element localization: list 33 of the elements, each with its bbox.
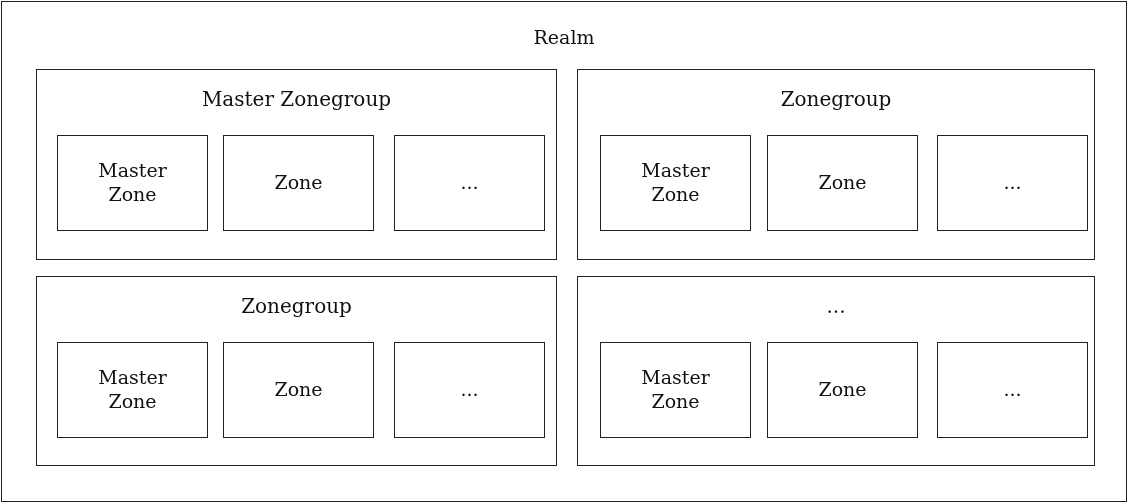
zone-box [767,135,918,231]
zone-box [57,135,208,231]
zone-label: Zone [273,377,324,403]
zone-box [394,135,545,231]
zone-box [937,342,1088,438]
zone-label: Master Zone [97,158,168,207]
zone-label: Zone [817,170,868,196]
realm-title: Realm [532,26,596,49]
zonegroup-title: Master Zonegroup [200,87,393,111]
zone-label: ... [1002,377,1023,403]
zone-label: Master Zone [640,158,711,207]
zone-label: Zone [817,377,868,403]
zone-box [600,135,751,231]
zone-label: ... [459,377,480,403]
zone-label: ... [459,170,480,196]
zonegroup-box [36,69,557,260]
zone-box [394,342,545,438]
zonegroup-box [577,69,1095,260]
zone-box [223,135,374,231]
zone-box [57,342,208,438]
zonegroup-title: Zonegroup [240,294,353,318]
zone-label: Zone [273,170,324,196]
zonegroup-title: Zonegroup [779,87,893,111]
zone-label: ... [1002,170,1023,196]
zonegroup-box [577,276,1095,466]
zone-box [600,342,751,438]
zone-box [767,342,918,438]
zone-box [937,135,1088,231]
zone-box [223,342,374,438]
zone-label: Master Zone [640,365,711,414]
zonegroup-title: ... [825,294,847,318]
zonegroup-box [36,276,557,466]
zone-label: Master Zone [97,365,168,414]
